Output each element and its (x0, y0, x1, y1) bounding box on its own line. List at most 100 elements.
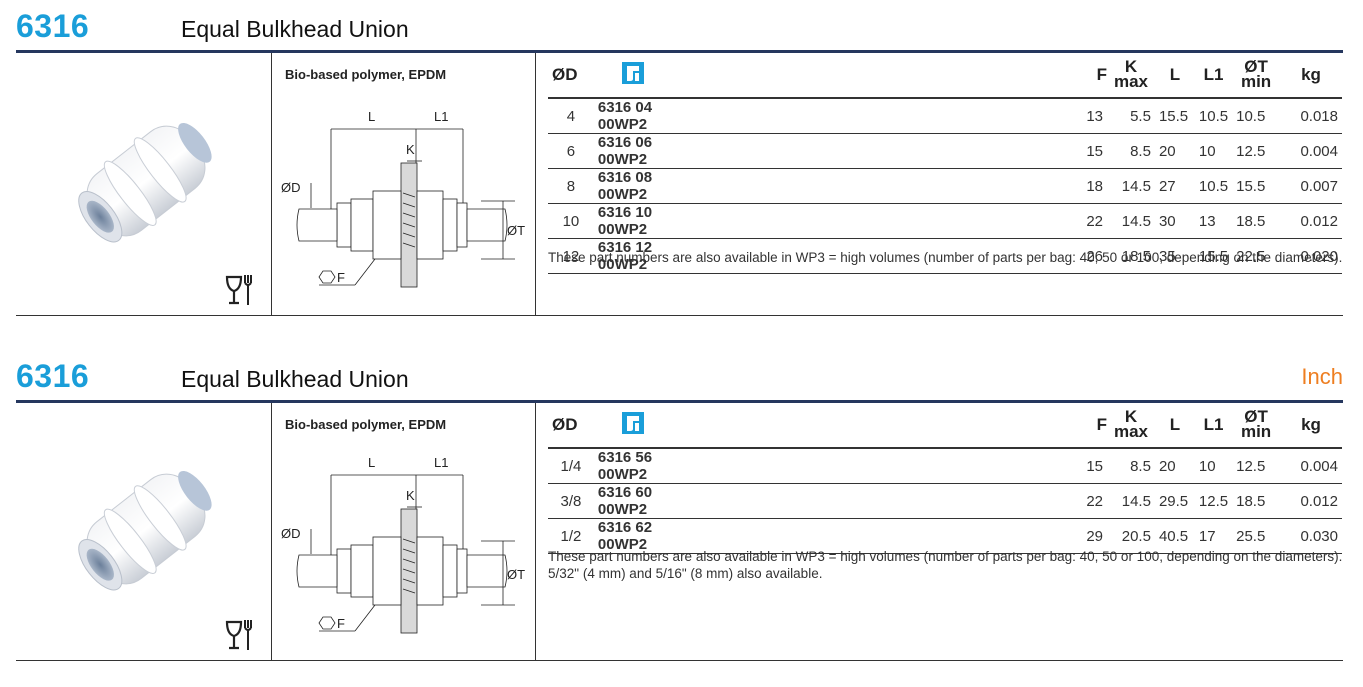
col-header-kg: kg (1301, 415, 1321, 434)
cell-l1: 13 (1194, 203, 1233, 239)
cell-l: 20 (1154, 447, 1195, 484)
cell-l: 15.5 (1154, 97, 1195, 134)
product-code: 6316 (16, 358, 90, 394)
cell-kg: 0.012 (1280, 483, 1342, 519)
notes: These part numbers are also available in… (548, 548, 1348, 582)
product-photo-panel (16, 53, 272, 315)
cell-k: 14.5 (1107, 483, 1155, 519)
k-sub-label: max (1113, 71, 1148, 91)
material-label: Bio-based polymer, EPDM (285, 67, 447, 82)
dimension-drawing: L L1 K ØD (281, 109, 525, 288)
cell-diameter: 1/4 (548, 447, 594, 484)
cell-part-number[interactable]: 6316 10 00WP2 (593, 203, 692, 239)
k-label: K (1124, 56, 1138, 76)
cell-t: 25.5 (1232, 518, 1281, 554)
cell-l1: 15.5 (1194, 238, 1233, 274)
dim-l1-label: L1 (434, 109, 448, 124)
cell-diameter: 8 (548, 168, 594, 204)
cell-kg: 0.004 (1280, 133, 1342, 169)
product-photo (78, 122, 212, 243)
section-body: Bio-based polymer, EPDM L L1 K (16, 403, 1343, 661)
cell-t: 15.5 (1232, 168, 1281, 204)
product-name: Equal Bulkhead Union (181, 366, 409, 392)
cell-f: 29 (1065, 518, 1108, 554)
cell-diameter: 12 (548, 238, 594, 274)
cell-k: 5.5 (1107, 97, 1155, 134)
col-header-f: F (1096, 415, 1108, 434)
cell-k: 14.5 (1107, 168, 1155, 204)
t-label: ØT (1244, 56, 1268, 76)
product-section-metric: 6316 Equal Bulkhead Union (0, 0, 1363, 322)
t-label: ØT (1244, 406, 1268, 426)
k-sub-label: max (1113, 421, 1148, 441)
product-section-inch: 6316 Equal Bulkhead Union Inch (0, 350, 1363, 670)
section-header: 6316 Equal Bulkhead Union Inch (0, 350, 1363, 403)
dimension-drawing: L L1 K ØD ØT F (281, 455, 525, 634)
cell-diameter: 1/2 (548, 518, 594, 554)
cell-t: 10.5 (1232, 97, 1281, 134)
t-sub-label: min (1240, 421, 1272, 441)
john-guest-logo-icon (621, 411, 644, 434)
col-header-l: L (1169, 65, 1181, 84)
cell-part-number[interactable]: 6316 12 00WP2 (593, 238, 692, 274)
cell-k: 14.5 (1107, 203, 1155, 239)
john-guest-logo-icon (621, 61, 644, 84)
cell-part-number[interactable]: 6316 06 00WP2 (593, 133, 692, 169)
col-header-l: L (1169, 415, 1181, 434)
unit-label: Inch (1301, 364, 1343, 389)
cell-k: 8.5 (1107, 447, 1155, 484)
t-sub-label: min (1240, 71, 1272, 91)
cell-l: 29.5 (1154, 483, 1195, 519)
col-header-f: F (1096, 65, 1108, 84)
note-wp3: These part numbers are also available in… (548, 250, 1343, 265)
col-header-logo (594, 403, 692, 448)
cell-k: 18.5 (1107, 238, 1155, 274)
cell-l1: 10 (1194, 447, 1233, 484)
cell-f: 22 (1065, 203, 1108, 239)
cell-f: 15 (1065, 133, 1108, 169)
dim-l-label: L (368, 455, 375, 470)
header-rule (16, 400, 1343, 403)
technical-drawing-panel: Bio-based polymer, EPDM L L1 K (271, 53, 536, 315)
cell-f: 13 (1065, 97, 1108, 134)
cell-part-number[interactable]: 6316 60 00WP2 (593, 483, 692, 519)
cell-part-number[interactable]: 6316 08 00WP2 (593, 168, 692, 204)
cell-l: 20 (1154, 133, 1195, 169)
col-header-l1: L1 (1203, 65, 1224, 84)
cell-l: 35 (1154, 238, 1195, 274)
cell-part-number[interactable]: 6316 56 00WP2 (593, 447, 692, 484)
cell-t: 22.5 (1232, 238, 1281, 274)
product-photo-panel (16, 403, 272, 660)
food-safe-icon (225, 620, 252, 650)
cell-k: 8.5 (1107, 133, 1155, 169)
cell-part-number[interactable]: 6316 62 00WP2 (593, 518, 692, 554)
section-header: 6316 Equal Bulkhead Union (0, 0, 1363, 53)
cell-diameter: 4 (548, 97, 594, 134)
cell-part-number[interactable]: 6316 04 00WP2 (593, 97, 692, 134)
k-label: K (1124, 406, 1138, 426)
header-rule (16, 50, 1343, 53)
col-header-d: ØD (552, 65, 578, 84)
food-safe-icon (225, 275, 252, 305)
dim-f-label: F (337, 616, 345, 631)
note-wp3: These part numbers are also available in… (548, 549, 1343, 564)
cell-f: 26 (1065, 238, 1108, 274)
dim-d-label: ØD (281, 526, 301, 541)
cell-t: 18.5 (1232, 483, 1281, 519)
dim-l1-label: L1 (434, 455, 448, 470)
